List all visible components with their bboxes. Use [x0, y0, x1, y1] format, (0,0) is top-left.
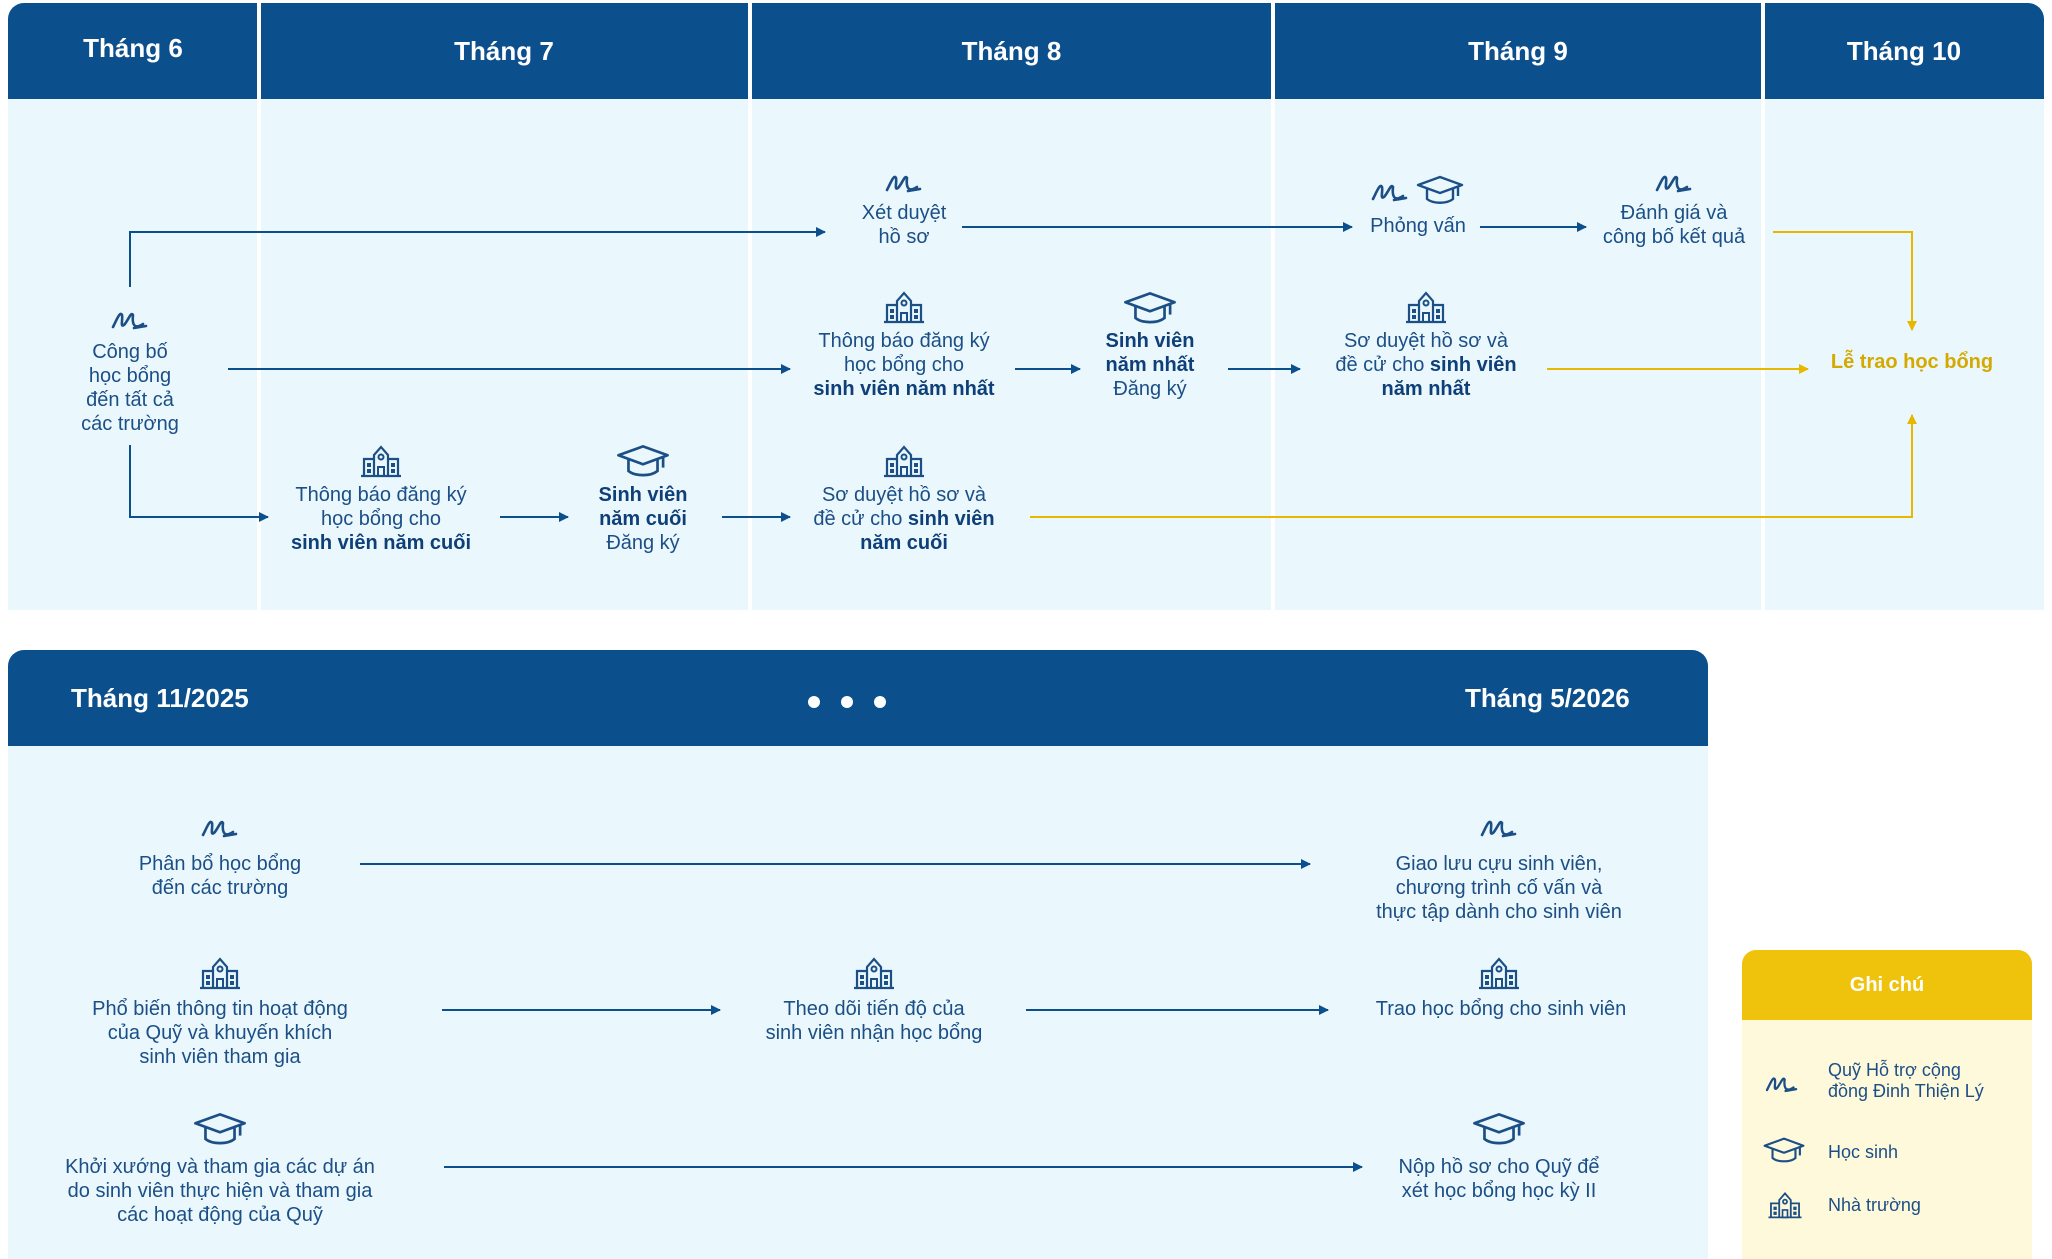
ellipsis-dot [874, 696, 886, 708]
node-interview: Phỏng vấn [1370, 215, 1466, 237]
graduation-cap-icon [1473, 1113, 1525, 1145]
legend-title: Ghi chú [1742, 950, 2032, 1020]
bottom-timeline-panel [8, 746, 1708, 1259]
arrow-announce-to-review [129, 227, 826, 287]
node-alumni-mentoring: Giao lưu cựu sinh viên,chương trình cố v… [1376, 853, 1622, 923]
month-june: Tháng 6 [83, 32, 183, 63]
fund-signature-icon [1480, 820, 1517, 838]
top-timeline-panel [8, 99, 2044, 610]
fund-signature-icon [201, 820, 238, 838]
top-month-header [8, 3, 2044, 99]
school-building-icon [1479, 957, 1519, 990]
graduation-cap-icon [1416, 175, 1464, 204]
legend-student-label: Học sinh [1828, 1142, 1899, 1162]
month-october: Tháng 10 [1846, 35, 1962, 66]
month-august: Tháng 8 [961, 35, 1062, 66]
period-start-label: Tháng 11/2025 [71, 683, 249, 713]
period-end-label: Tháng 5/2026 [1465, 683, 1630, 713]
arrow-announce-to-final-notify [129, 445, 269, 522]
graduation-cap-icon [194, 1113, 246, 1145]
fund-signature-icon [1765, 1077, 1798, 1093]
month-july: Tháng 7 [454, 35, 554, 66]
school-building-icon [200, 957, 240, 990]
legend-school-label: Nhà trường [1828, 1195, 1921, 1215]
graduation-cap-icon [1124, 292, 1176, 324]
fund-signature-icon [1371, 184, 1408, 202]
column-divider [257, 3, 261, 610]
fund-signature-icon [111, 312, 148, 330]
school-building-icon [854, 957, 894, 990]
arrow-final-screen-to-ceremony [1030, 414, 1917, 518]
column-divider [1761, 3, 1765, 610]
arrow-evaluate-to-ceremony [1773, 231, 1917, 331]
month-september: Tháng 9 [1468, 35, 1568, 66]
school-building-icon [1768, 1192, 1802, 1219]
graduation-cap-icon [1763, 1137, 1805, 1163]
fund-signature-icon [1655, 175, 1692, 193]
school-building-icon [1406, 291, 1446, 324]
node-award-ceremony: Lễ trao học bổng [1830, 351, 1994, 373]
ellipsis-dot [808, 696, 820, 708]
column-divider [748, 3, 752, 610]
node-award-scholarship: Trao học bổng cho sinh viên [1375, 998, 1627, 1020]
ellipsis-dot [841, 696, 853, 708]
school-building-icon [361, 445, 401, 478]
bottom-period-header [8, 650, 1708, 746]
legend-panel [1742, 1020, 2032, 1259]
school-building-icon [884, 291, 924, 324]
graduation-cap-icon [617, 445, 669, 477]
school-building-icon [884, 445, 924, 478]
fund-signature-icon [885, 175, 922, 193]
column-divider [1271, 3, 1275, 610]
